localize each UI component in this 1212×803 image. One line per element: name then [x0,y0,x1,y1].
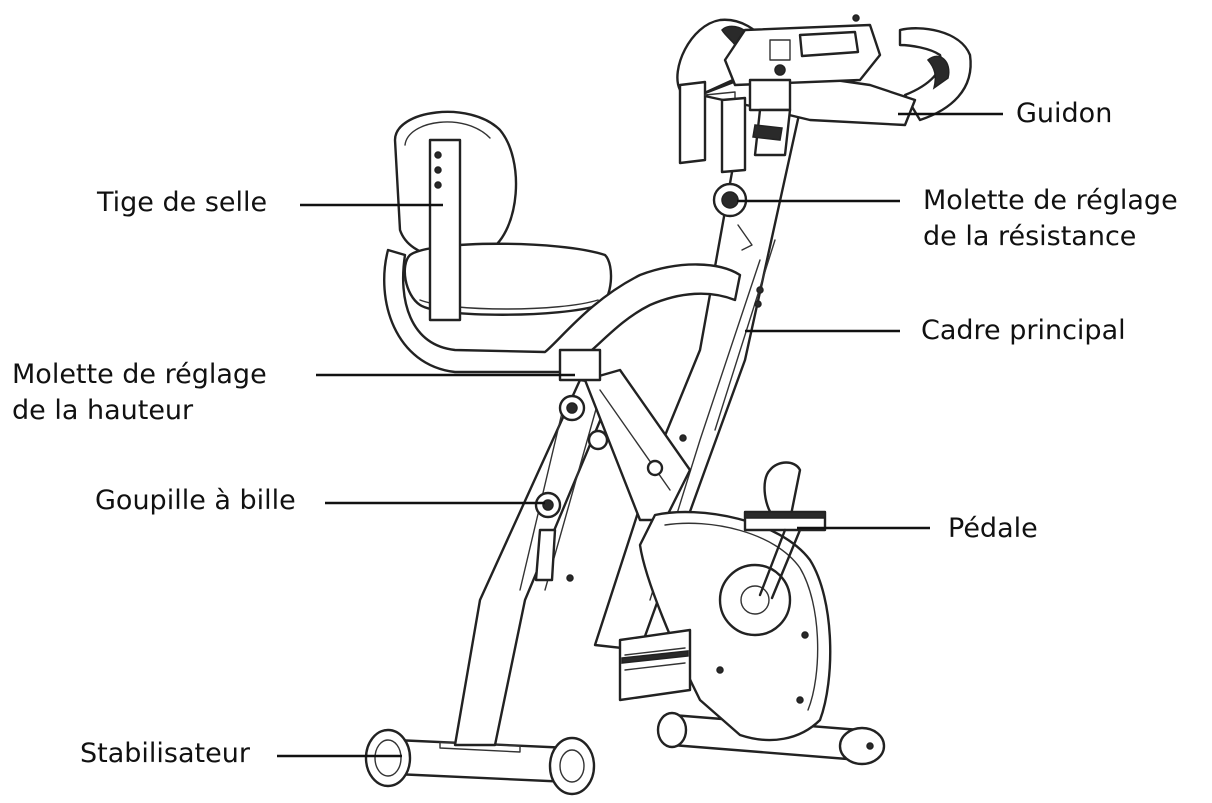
frame-bolts [566,286,764,582]
left-pedal [618,628,692,702]
handlebar-assembly [676,14,972,174]
seat-handles [383,248,742,374]
seat-post [428,138,462,322]
label-molette-resistance-line2: de la résistance [923,221,1137,252]
ball-pin-part [534,491,562,582]
label-stabilisateur: Stabilisateur [80,738,250,769]
label-pedale: Pédale [948,513,1038,544]
label-cadre-principal: Cadre principal [921,315,1126,346]
rear-stabilizer [364,728,596,796]
label-tige-de-selle: Tige de selle [97,187,268,218]
height-knob [558,348,609,451]
label-goupille-a-bille: Goupille à bille [95,485,296,516]
label-guidon: Guidon [1016,98,1113,129]
label-molette-resistance-line1: Molette de réglage [923,185,1178,216]
right-pedal [743,461,827,600]
label-molette-hauteur-line1: Molette de réglage [12,359,267,390]
label-molette-hauteur-line2: de la hauteur [12,395,194,426]
